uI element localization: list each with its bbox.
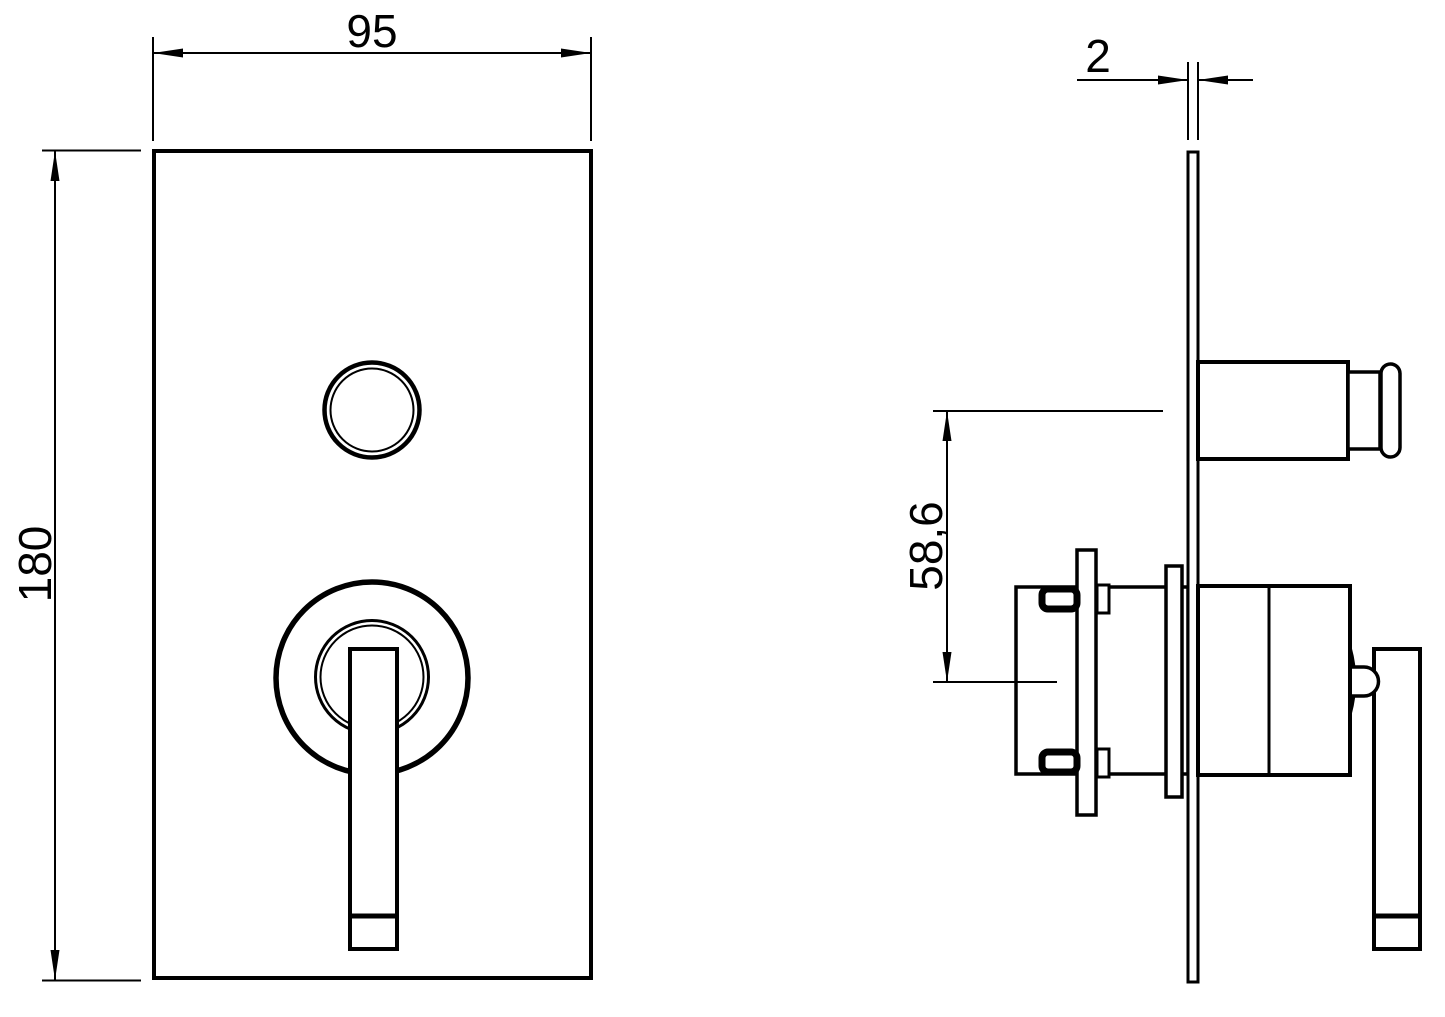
side-fixing-nut-bottom [1095,747,1111,779]
dim-width-arrow-right [561,48,591,58]
side-diverter-knob-neck [1346,370,1382,451]
side-lever-handle [1372,647,1422,951]
side-mixer-hub [1196,584,1352,777]
dim-front-width: 95 [152,5,592,141]
dim-control-spacing: 58,6 [900,410,1163,683]
front-lever-handle [348,647,399,951]
dim-height-arrow-bottom [50,950,60,980]
dim-spacing-arrow-bottom [942,652,952,682]
front-diverter-knob-outer-circle [322,360,422,460]
side-fixing-clip-top [1038,585,1081,613]
side-diverter-knob-body [1196,360,1350,461]
dim-height-arrow-top [50,151,60,181]
dim-plate-thickness: 2 [1077,30,1253,140]
side-mounting-flange [1075,548,1098,817]
dim-spacing-arrow-top [942,411,952,441]
dim-thickness-arrow-right [1198,75,1228,85]
side-fixing-clip-bottom [1038,748,1081,776]
dim-front-height: 180 [9,149,141,982]
dim-width-arrow-left [153,48,183,58]
dim-spacing-label: 58,6 [900,501,952,591]
side-valve-body [1014,585,1190,776]
dim-thickness-arrow-left [1158,75,1188,85]
dim-width-label: 95 [346,5,397,57]
dim-thickness-label: 2 [1085,30,1111,82]
side-diverter-knob-cap [1379,362,1402,459]
dim-height-label: 180 [9,526,61,603]
side-sealing-washer [1164,564,1184,799]
front-diverter-knob-inner-circle [329,367,415,453]
side-view: 2 58,6 [900,30,1422,984]
side-trim-plate [1186,150,1200,984]
front-view: 95 180 [9,5,593,982]
side-fixing-nut-top [1095,583,1111,615]
side-lever-pivot-stem [1352,665,1381,698]
